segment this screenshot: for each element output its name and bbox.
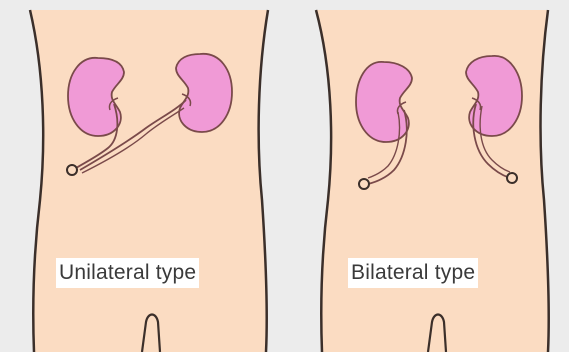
right-panel [316, 10, 549, 352]
right-stoma-left [359, 179, 369, 189]
left-torso-skin [30, 10, 268, 352]
right-stoma-right [507, 173, 517, 183]
caption-bilateral: Bilateral type [348, 258, 478, 288]
left-panel [30, 10, 268, 352]
caption-unilateral: Unilateral type [56, 258, 199, 288]
left-stoma [67, 165, 77, 175]
